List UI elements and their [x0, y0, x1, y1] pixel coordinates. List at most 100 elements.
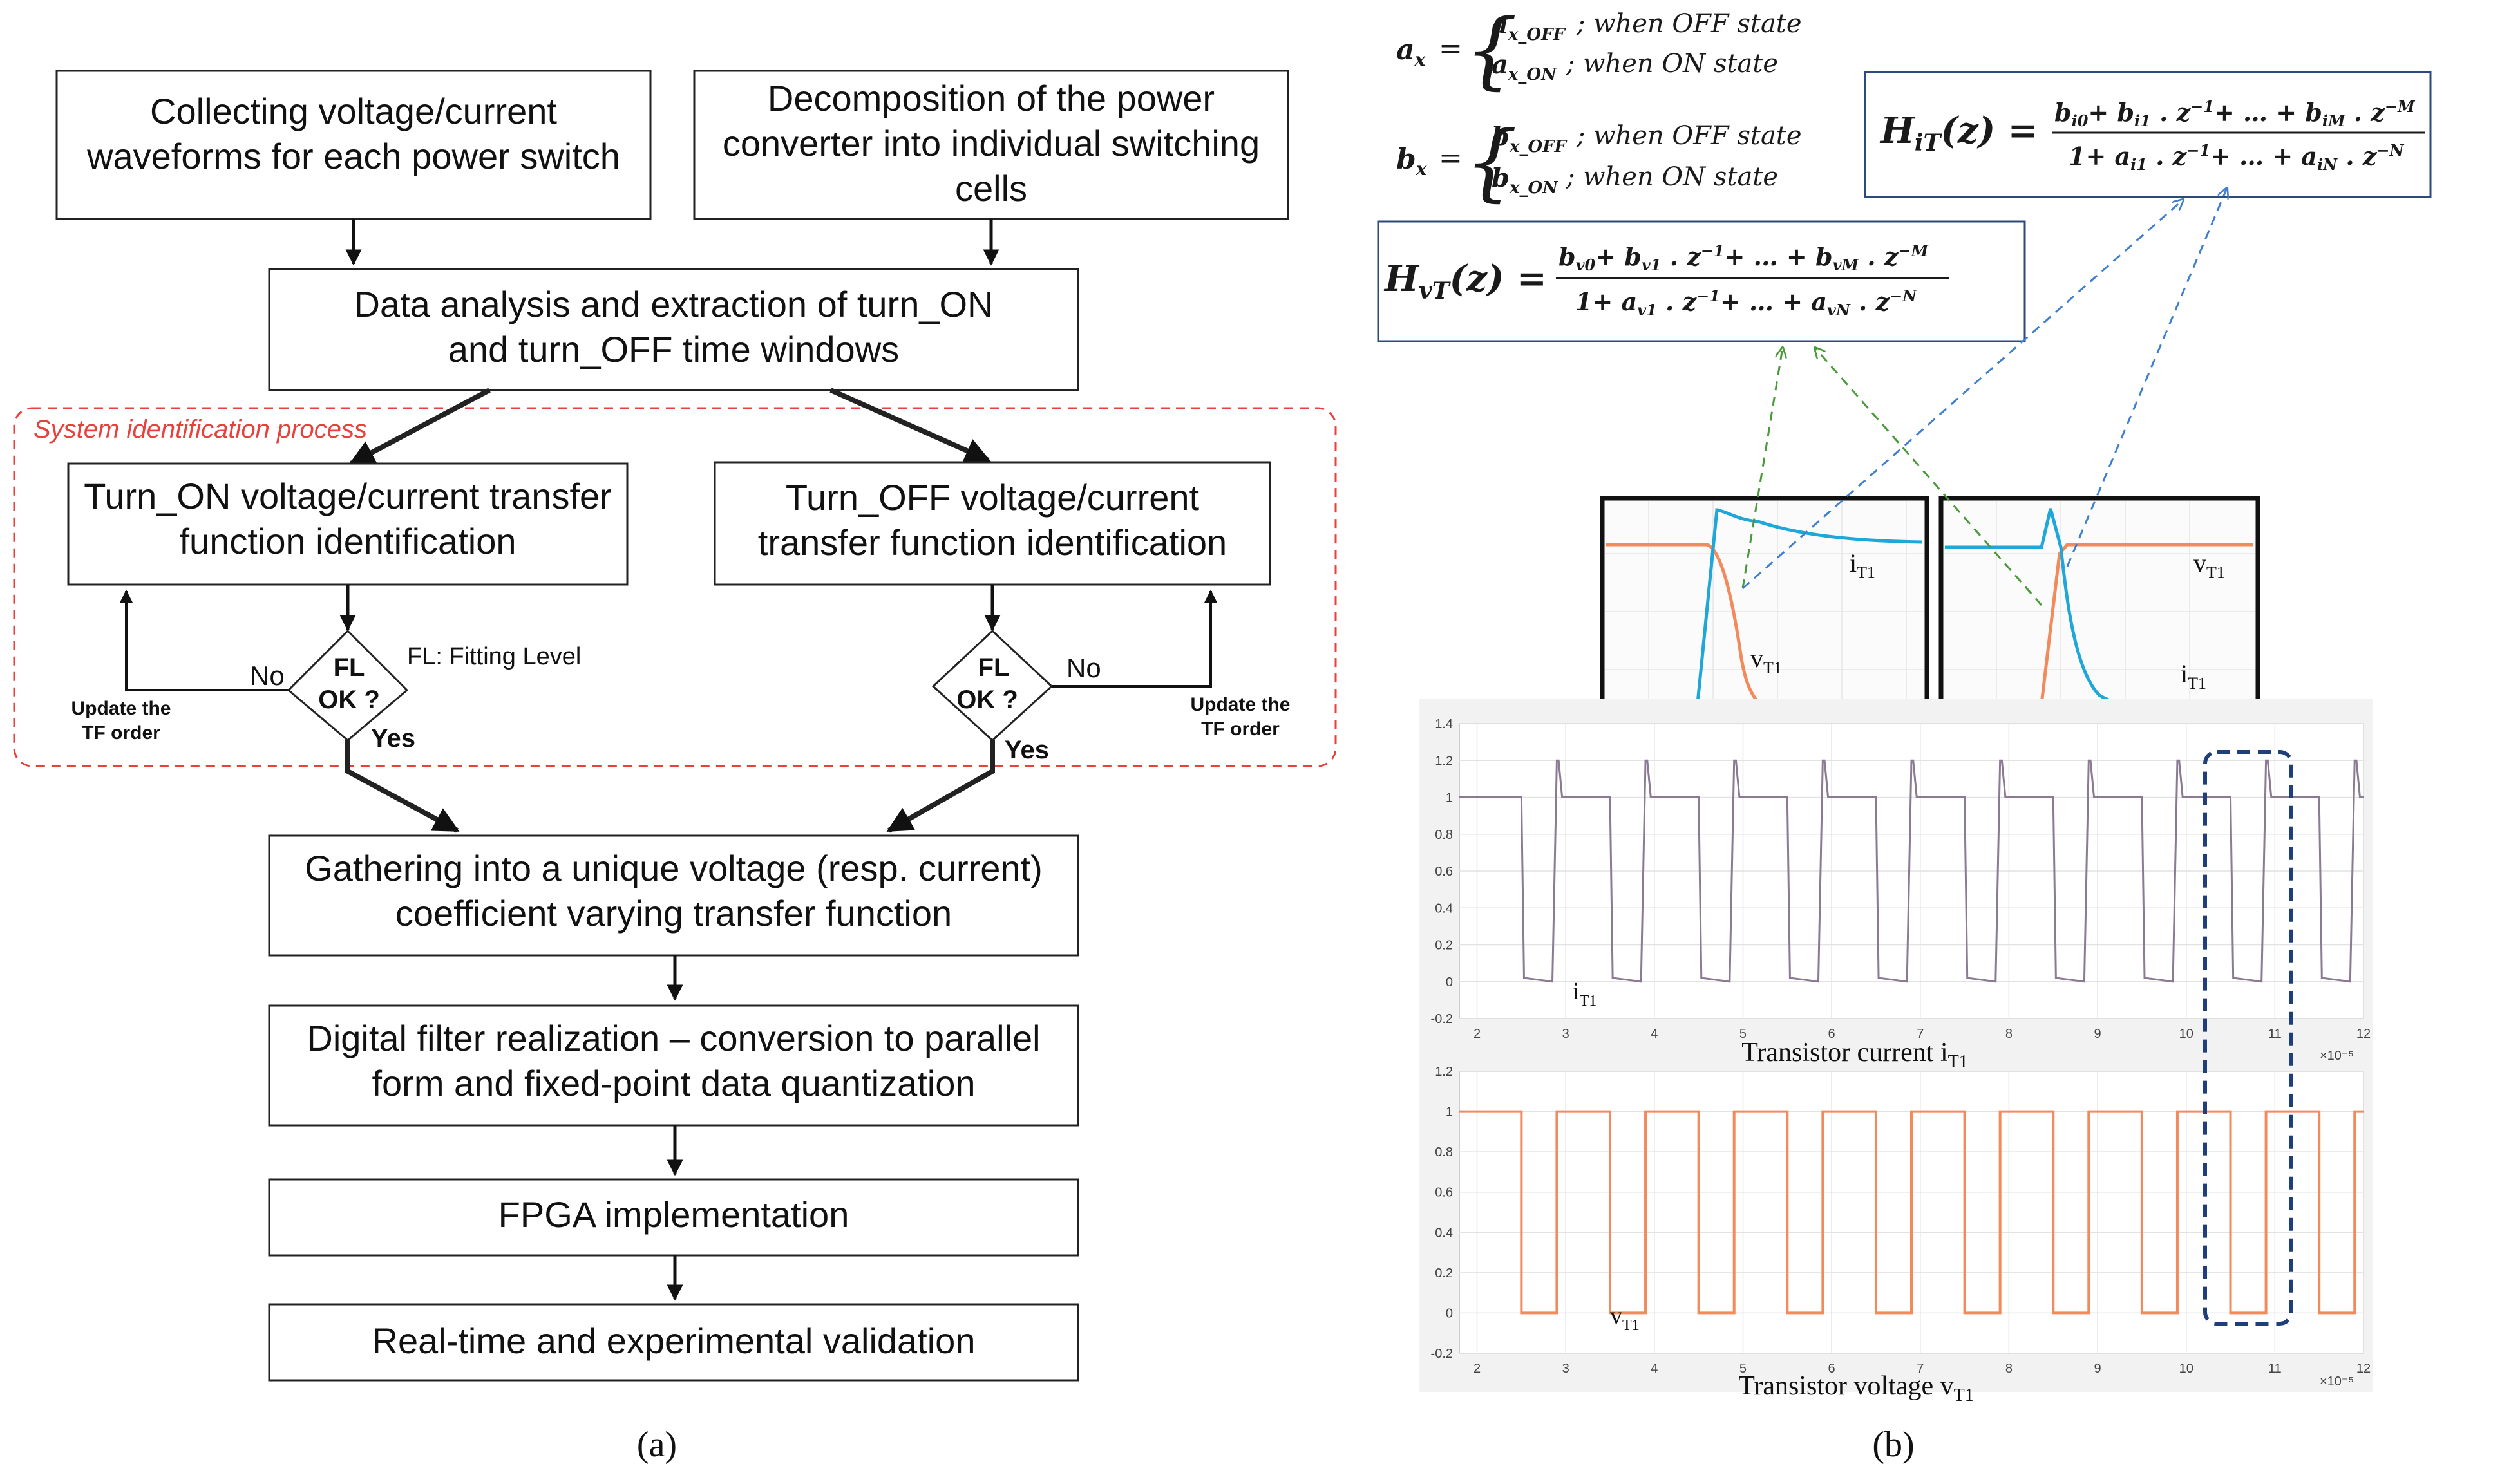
x-tick-label: 6 [1828, 1027, 1835, 1041]
decompose-line-1: Decomposition of the power [768, 78, 1215, 118]
x-tick-label: 9 [2094, 1027, 2101, 1041]
highlight-window [2203, 750, 2293, 1326]
x-tick-label: 3 [1562, 1362, 1569, 1376]
filter-box [268, 1004, 1079, 1127]
svg-text:HvT(z) =: HvT(z) = [1383, 258, 1547, 305]
gather-line-2: coefficient varying transfer function [395, 893, 952, 934]
svg-text:HiT(z) =: HiT(z) = [1879, 109, 2038, 156]
y-tick-label: 1.2 [1435, 754, 1453, 768]
x-tick-label: 8 [2005, 1027, 2013, 1041]
fl-note: FL: Fitting Level [407, 643, 581, 670]
filter-line-1: Digital filter realization – conversion … [307, 1018, 1040, 1058]
turn-on-line-1: Turn_ON voltage/current transfer [84, 476, 612, 516]
svg-text:bx: bx [1396, 143, 1427, 180]
svg-text:=: = [1439, 32, 1463, 65]
x-tick-label: 12 [2356, 1027, 2371, 1041]
analysis-box [268, 268, 1079, 391]
current-chart-multiplier: ×10⁻⁵ [2320, 1049, 2354, 1063]
bx-definition: bx = { bx_OFF ; when OFF state bx_ON ; w… [1396, 113, 1802, 211]
voltage-series-label: vT1 [1610, 1302, 1640, 1334]
decompose-line-2: converter into individual switching [723, 123, 1260, 164]
svg-text:ax_OFF: ax_OFF [1492, 10, 1566, 44]
x-tick-label: 9 [2094, 1362, 2101, 1376]
voltage-series-line [1459, 1110, 2364, 1315]
filter-line-2: form and fixed-point data quantization [372, 1063, 975, 1103]
x-tick-label: 12 [2356, 1362, 2371, 1376]
svg-text:{: { [1464, 1, 1518, 99]
zoom-right-i-label: iT1 [2181, 659, 2206, 693]
y-tick-label: 0 [1446, 1306, 1453, 1320]
y-tick-label: -0.2 [1431, 1012, 1453, 1026]
turn-off-line-1: Turn_OFF voltage/current [786, 477, 1200, 518]
x-tick-label: 4 [1651, 1362, 1658, 1376]
hvt-equation-box [1377, 220, 2026, 342]
svg-text:{: { [1464, 113, 1518, 211]
analysis-line-2: and turn_OFF time windows [448, 329, 899, 370]
validation-box [268, 1303, 1079, 1382]
yes-label-right: Yes [1005, 736, 1049, 764]
y-tick-label: 0.8 [1435, 1145, 1453, 1159]
turn-off-box [714, 461, 1271, 586]
decompose-box [693, 70, 1289, 220]
y-tick-label: 0.4 [1435, 1226, 1453, 1240]
current-series-line [1459, 759, 2364, 983]
no-label-right: No [1066, 653, 1101, 683]
green-arrow-2 [1815, 348, 2043, 606]
flowchart-panel: Collecting voltage/current waveforms for… [13, 70, 1337, 1465]
validation-label: Real-time and experimental validation [372, 1320, 976, 1361]
fpga-box [268, 1178, 1079, 1257]
sysid-region [13, 407, 1337, 767]
y-tick-label: 0.6 [1435, 1186, 1453, 1200]
decision-right-line-2: OK ? [956, 686, 1018, 714]
caption-a: (a) [637, 1425, 677, 1465]
current-series-label: iT1 [1573, 978, 1596, 1009]
collect-box [55, 70, 652, 220]
turn-off-line-2: transfer function identification [758, 522, 1227, 563]
y-tick-label: 0.8 [1435, 828, 1453, 842]
sysid-label: System identification process [33, 415, 367, 444]
x-tick-label: 11 [2268, 1362, 2282, 1376]
arrow-yes-left [345, 740, 460, 833]
decision-right-line-1: FL [978, 653, 1010, 682]
y-tick-label: 1.4 [1435, 717, 1453, 731]
x-tick-label: 5 [1739, 1027, 1747, 1041]
svg-text:ax: ax [1396, 33, 1426, 70]
arrow-analysis-to-turnoff [829, 388, 991, 463]
x-tick-label: 7 [1917, 1027, 1924, 1041]
blue-arrow-2 [2066, 188, 2227, 567]
x-tick-label: 8 [2005, 1362, 2013, 1376]
x-tick-label: 2 [1473, 1027, 1481, 1041]
svg-text:; when OFF state: ; when OFF state [1576, 9, 1802, 39]
svg-text:; when ON state: ; when ON state [1566, 162, 1778, 192]
turn-on-box [67, 462, 629, 586]
hit-numerator: bi0+ bi1 . z−1+ … + biM . z−M [2054, 97, 2416, 130]
y-tick-label: 0.2 [1435, 939, 1453, 953]
y-tick-label: 0.6 [1435, 865, 1453, 879]
no-label-left: No [250, 661, 285, 691]
caption-b: (b) [1872, 1425, 1914, 1465]
svg-text:bx_ON: bx_ON [1492, 163, 1558, 198]
arrow-analysis-to-turnon [348, 388, 491, 466]
zoom-window-turn-off: vT1 iT1 [1938, 496, 2260, 731]
fpga-label: FPGA implementation [498, 1194, 849, 1235]
loop-left [120, 590, 289, 691]
y-tick-label: -0.2 [1431, 1347, 1453, 1361]
hvt-equation: HvT(z) = bv0+ bv1 . z−1+ … + bvM . z−M 1… [1383, 241, 1949, 319]
y-tick-label: 1.2 [1435, 1065, 1453, 1079]
svg-text:; when OFF state: ; when OFF state [1576, 121, 1802, 151]
x-tick-label: 11 [2268, 1027, 2282, 1041]
voltage-chart-multiplier: ×10⁻⁵ [2320, 1374, 2354, 1389]
x-tick-label: 10 [2179, 1362, 2193, 1376]
y-tick-label: 0.2 [1435, 1266, 1453, 1281]
voltage-chart-xlabel: Transistor voltage vT1 [1738, 1371, 1974, 1405]
x-tick-label: 2 [1473, 1362, 1481, 1376]
ax-definition: ax = { ax_OFF ; when OFF state ax_ON ; w… [1396, 1, 1802, 99]
zoom-left-v-label: vT1 [1750, 644, 1782, 677]
blue-arrow-1 [1742, 200, 2183, 590]
yes-label-left: Yes [371, 724, 415, 753]
x-tick-label: 5 [1739, 1362, 1747, 1376]
loop-right [1052, 590, 1217, 688]
x-tick-label: 3 [1562, 1027, 1569, 1041]
